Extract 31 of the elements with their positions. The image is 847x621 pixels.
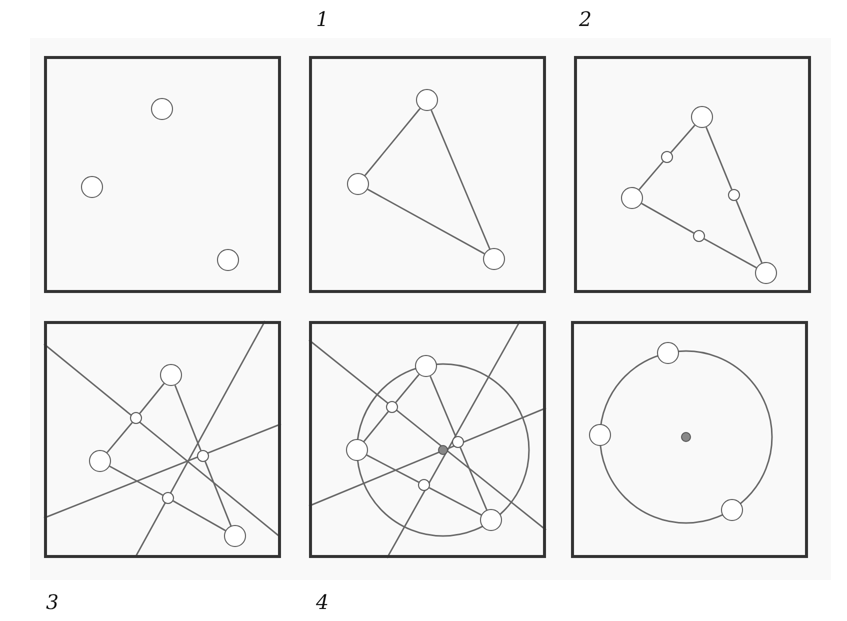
triangle-side	[638, 161, 664, 190]
triangle-side	[428, 487, 482, 516]
triangle-side	[736, 200, 763, 264]
triangle-side	[430, 376, 456, 437]
triangle-side	[364, 108, 421, 176]
triangle-side	[172, 500, 226, 532]
panel-frame	[571, 321, 808, 558]
triangle-side	[363, 411, 389, 442]
triangle-side	[395, 374, 420, 403]
triangle-side	[204, 461, 232, 526]
triangle-side	[106, 422, 133, 454]
triangle-side	[460, 447, 488, 510]
triangle-side	[704, 238, 757, 268]
triangle-side	[174, 384, 202, 451]
triangle-side	[366, 454, 420, 483]
panel-number: 1	[316, 8, 329, 30]
triangle-side	[670, 124, 696, 153]
panel-frame	[44, 321, 281, 558]
panel-number: 2	[579, 8, 592, 30]
triangle-side	[139, 383, 165, 414]
triangle-side	[705, 126, 732, 190]
triangle-side	[109, 466, 164, 496]
panel-frame	[309, 56, 546, 293]
panel-number: 3	[46, 591, 59, 613]
triangle-side	[641, 202, 694, 234]
triangle-side	[430, 110, 490, 250]
panel-frame	[44, 56, 281, 293]
panel-number: 4	[316, 591, 329, 613]
panel-frame	[574, 56, 811, 293]
triangle-side	[367, 188, 485, 254]
panel-frame	[309, 321, 546, 558]
